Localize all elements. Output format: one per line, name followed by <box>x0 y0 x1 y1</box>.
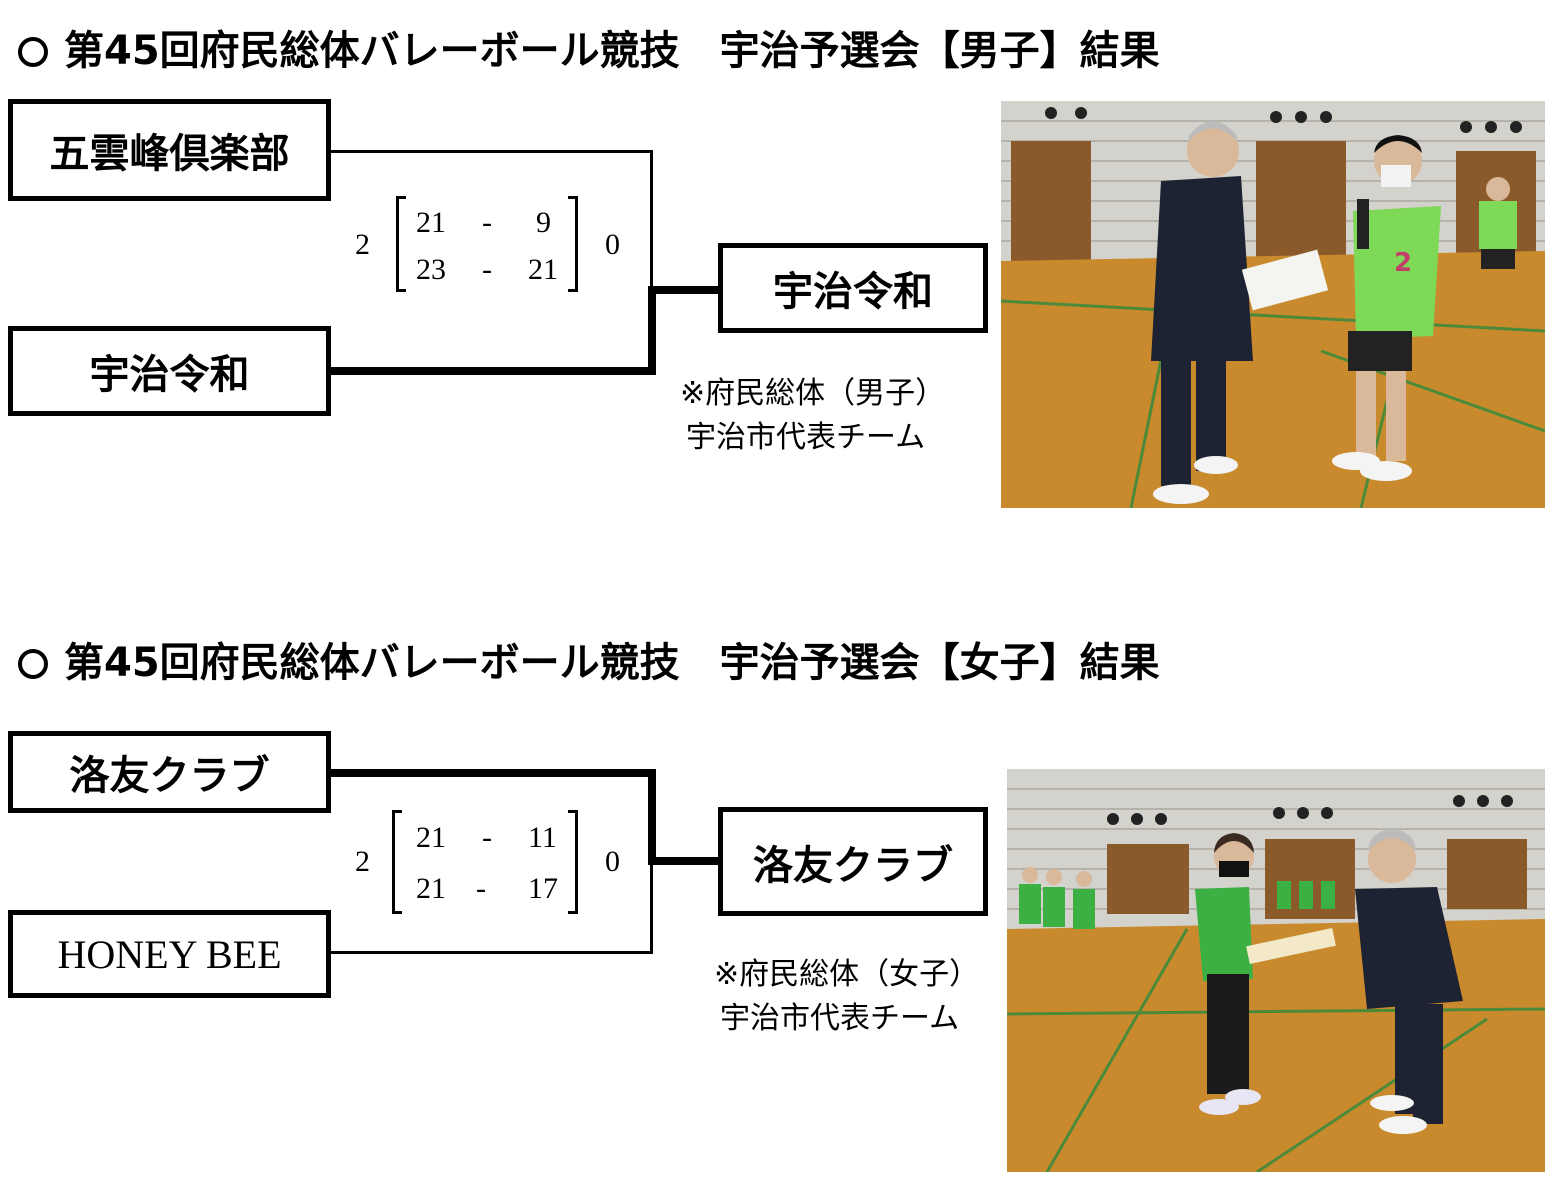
women-winner-label: 洛友クラブ <box>753 842 953 889</box>
women-score-bracket-right <box>568 810 578 914</box>
women-set2-a: 21 <box>416 872 446 905</box>
men-section-title: 第45回府民総体バレーボール競技 宇治予選会【男子】結果 <box>18 18 1160 76</box>
women-photo-illustration <box>1007 769 1545 1172</box>
men-title-text: 第45回府民総体バレーボール競技 宇治予選会【男子】結果 <box>64 28 1160 74</box>
men-bracket-vertical-top <box>650 150 653 290</box>
men-set1-a: 21 <box>416 206 446 239</box>
women-team-bottom: HONEY BEE <box>8 910 331 998</box>
men-score-bracket-left <box>396 196 406 292</box>
men-sets-left: 2 <box>355 228 370 261</box>
men-sets-right: 0 <box>605 228 620 261</box>
women-team-top-label: 洛友クラブ <box>69 753 270 799</box>
women-bracket-vertical-top <box>648 769 656 865</box>
women-note-line1: ※府民総体（女子） <box>714 957 980 992</box>
women-set2-b: 17 <box>528 872 558 905</box>
svg-text:2: 2 <box>1394 248 1412 278</box>
women-bracket-vertical-bottom <box>650 860 653 954</box>
women-bracket-line-winner <box>648 857 720 865</box>
men-photo-illustration: 2 <box>1001 101 1545 508</box>
men-set2-b: 21 <box>528 253 558 286</box>
circle-bullet-icon <box>18 649 48 679</box>
men-team-bottom: 宇治令和 <box>8 326 331 416</box>
men-bracket-vertical-bottom <box>648 288 656 375</box>
men-winner-box: 宇治令和 <box>718 243 988 333</box>
men-winner-label: 宇治令和 <box>773 269 933 315</box>
women-team-bottom-label: HONEY BEE <box>57 931 282 977</box>
women-winner-box: 洛友クラブ <box>718 807 988 916</box>
women-set1-a: 21 <box>416 821 446 854</box>
men-bracket-line-top <box>331 150 653 153</box>
men-team-top: 五雲峰倶楽部 <box>8 99 331 201</box>
women-score-bracket-left <box>392 810 402 914</box>
men-bracket-line-winner <box>648 286 720 294</box>
men-award-photo: 2 <box>1001 101 1545 508</box>
women-section-title: 第45回府民総体バレーボール競技 宇治予選会【女子】結果 <box>18 630 1160 688</box>
men-score-bracket-right <box>568 196 578 292</box>
women-sets-left: 2 <box>355 845 370 878</box>
women-title-text: 第45回府民総体バレーボール競技 宇治予選会【女子】結果 <box>64 640 1160 686</box>
circle-bullet-icon <box>18 37 48 67</box>
women-set2-dash: - <box>476 872 486 905</box>
men-set2-a: 23 <box>416 253 446 286</box>
men-bracket-line-bottom <box>331 367 656 375</box>
women-note-line2: 宇治市代表チーム <box>720 1001 960 1036</box>
men-set1-dash: - <box>482 206 492 239</box>
men-team-bottom-label: 宇治令和 <box>89 352 250 398</box>
men-representative-note: ※府民総体（男子） 宇治市代表チーム <box>680 372 945 460</box>
women-bracket-line-bottom <box>331 951 653 954</box>
men-note-line1: ※府民総体（男子） <box>680 376 946 411</box>
women-bracket-line-top <box>331 769 656 777</box>
men-set2-dash: - <box>482 253 492 286</box>
women-team-top: 洛友クラブ <box>8 731 331 813</box>
men-team-top-label: 五雲峰倶楽部 <box>49 131 290 177</box>
women-representative-note: ※府民総体（女子） 宇治市代表チーム <box>714 953 979 1041</box>
women-set1-dash: - <box>482 821 492 854</box>
women-sets-right: 0 <box>605 845 620 878</box>
men-set1-b: 9 <box>536 206 551 239</box>
women-set1-b: 11 <box>528 821 557 854</box>
men-note-line2: 宇治市代表チーム <box>686 420 926 455</box>
women-award-photo <box>1007 769 1545 1172</box>
